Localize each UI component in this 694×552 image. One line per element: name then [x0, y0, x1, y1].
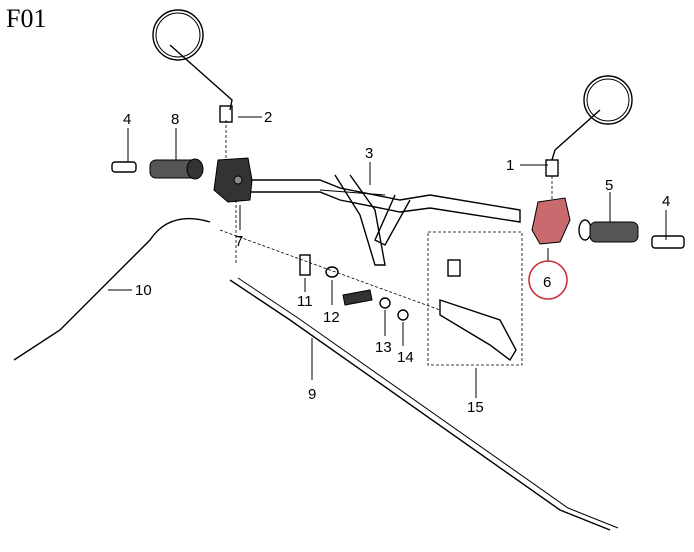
leader-lines [108, 116, 667, 398]
bolt-11[interactable] [299, 254, 311, 276]
brake-lever-assembly[interactable] [427, 231, 523, 366]
callout-9: 9 [308, 386, 316, 403]
callout-2: 2 [264, 109, 272, 126]
callout-7: 7 [235, 233, 243, 250]
handlebar[interactable] [249, 174, 521, 266]
figure-label: F01 [6, 4, 47, 33]
bar-clamp[interactable] [342, 289, 373, 306]
callout-13: 13 [375, 339, 392, 356]
left-bar-end[interactable] [111, 161, 137, 173]
callout-5: 5 [605, 177, 613, 194]
highlight-circle [528, 260, 568, 300]
callout-14: 14 [397, 349, 414, 366]
right-throttle-housing[interactable] [531, 197, 571, 245]
callout-8: 8 [171, 111, 179, 128]
callout-3: 3 [365, 145, 373, 162]
nut-14[interactable] [397, 309, 409, 321]
callout-4-left: 4 [123, 111, 131, 128]
callout-6: 6 [543, 274, 551, 291]
mirror-right[interactable] [545, 75, 633, 177]
throttle-cable[interactable] [229, 279, 611, 531]
nut-13[interactable] [379, 297, 391, 309]
left-grip[interactable] [149, 158, 204, 180]
right-grip[interactable] [578, 219, 639, 243]
callout-15: 15 [467, 399, 484, 416]
callout-4-right: 4 [662, 193, 670, 210]
right-bar-end[interactable] [651, 235, 685, 249]
callout-10: 10 [135, 282, 152, 299]
clutch-cable[interactable] [13, 217, 211, 361]
left-switch-housing[interactable] [213, 157, 253, 203]
callout-11: 11 [297, 293, 313, 310]
washer-12[interactable] [325, 266, 339, 278]
callout-1: 1 [506, 157, 514, 174]
callout-12: 12 [323, 309, 340, 326]
mirror-left[interactable] [152, 9, 233, 123]
